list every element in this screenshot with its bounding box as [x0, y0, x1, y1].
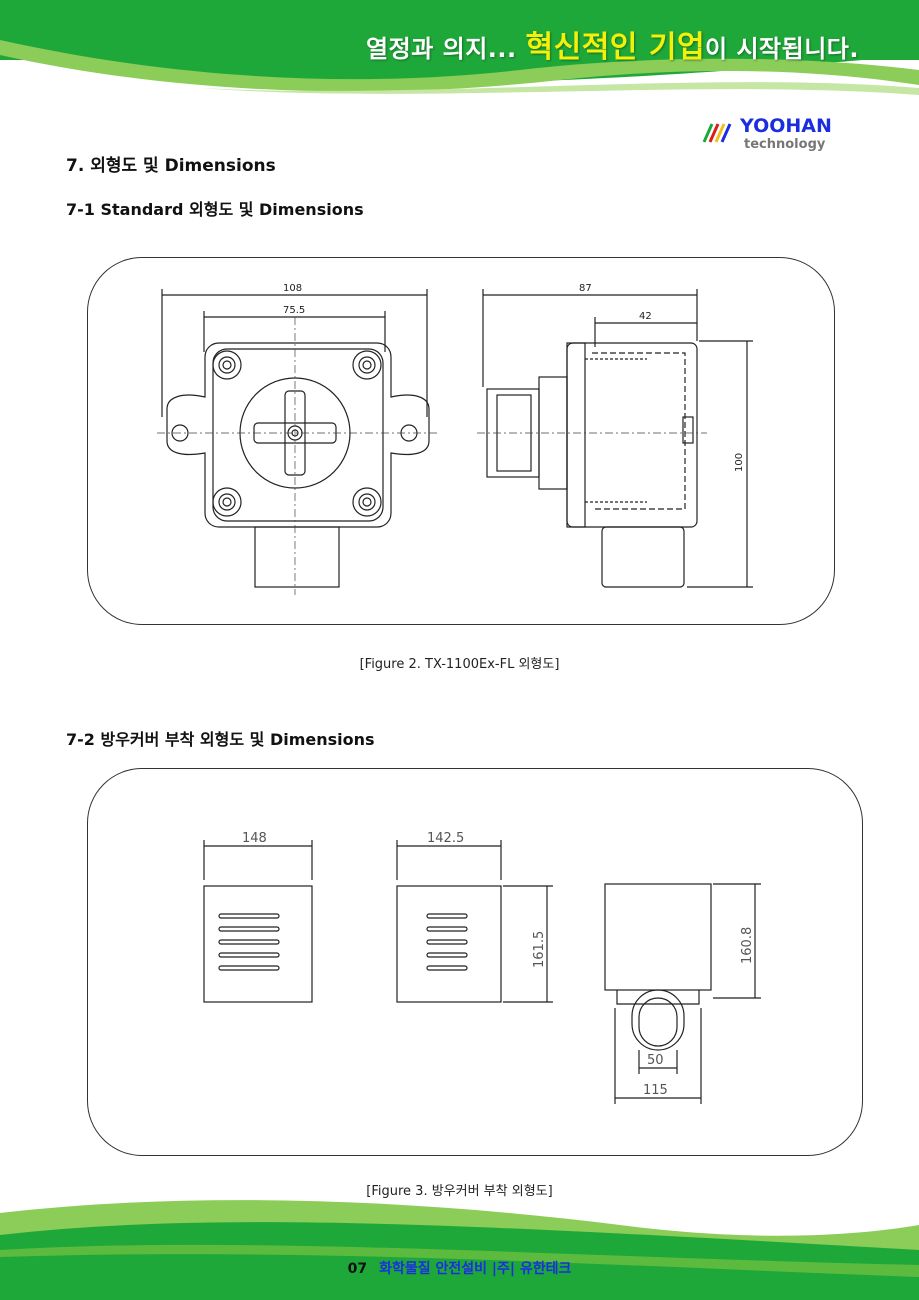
dim-depth-inner: 42 — [639, 311, 652, 322]
subsection-title-rain-cover: 7-2 방우커버 부착 외형도 및 Dimensions — [66, 730, 375, 749]
logo-sub: technology — [744, 137, 826, 152]
dim-height: 100 — [734, 453, 745, 472]
dim-width-inner: 75.5 — [283, 305, 305, 316]
dim-w2: 142.5 — [427, 831, 464, 846]
dim-bottom: 115 — [643, 1083, 668, 1098]
dim-h2: 160.8 — [740, 927, 755, 964]
yoohan-logo: YOOHAN technology — [702, 115, 832, 152]
footer-company: 화학물질 안전설비 |주| 유한테크 — [379, 1261, 572, 1277]
logo-brand: YOOHAN — [739, 115, 832, 137]
figure2-panel — [87, 257, 835, 625]
figure3-caption: [Figure 3. 방우커버 부착 외형도] — [366, 1184, 553, 1199]
dim-h1: 161.5 — [532, 931, 547, 968]
page-number: 07 — [347, 1261, 368, 1277]
dim-w1: 148 — [242, 831, 267, 846]
footer-banner — [0, 1200, 919, 1300]
figure3-panel — [87, 768, 863, 1156]
dim-inner: 50 — [647, 1053, 664, 1068]
header-slogan: 열정과 의지... 혁신적인 기업이 시작됩니다. — [366, 22, 859, 66]
slogan-post: 이 시작됩니다. — [705, 35, 859, 63]
section-title: 7. 외형도 및 Dimensions — [66, 156, 276, 176]
header-banner — [0, 0, 919, 95]
logo-stripes-icon — [702, 123, 732, 143]
slogan-highlight: 혁신적인 기업 — [525, 30, 706, 65]
slogan-pre: 열정과 의지... — [366, 35, 526, 63]
figure2-drawing: 108 75.5 87 42 100 — [157, 283, 753, 595]
figure3-drawing: 148 142.5 161.5 160.8 50 115 — [203, 831, 761, 1104]
dim-depth-total: 87 — [579, 283, 592, 294]
dim-width-total: 108 — [283, 283, 302, 294]
footer-text: 07 화학물질 안전설비 |주| 유한테크 — [0, 1258, 919, 1278]
figure2-caption: [Figure 2. TX-1100Ex-FL 외형도] — [359, 657, 560, 672]
subsection-title-standard: 7-1 Standard 외형도 및 Dimensions — [66, 200, 364, 219]
